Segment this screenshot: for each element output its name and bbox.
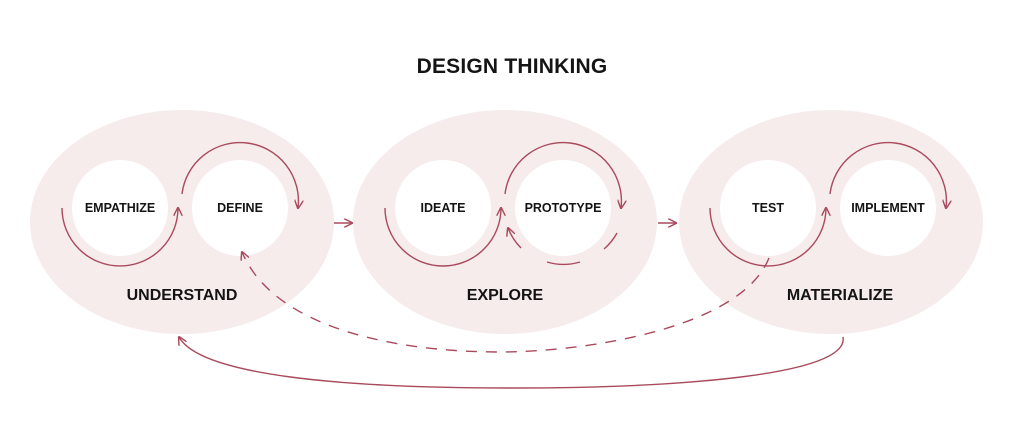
diagram-title: DESIGN THINKING <box>416 55 608 78</box>
prototype-cycle-arrow <box>504 141 621 208</box>
step-implement-circle <box>840 160 936 256</box>
materialize-to-understand-loop-arrow <box>179 337 844 389</box>
phase-explore-label: EXPLORE <box>467 287 544 304</box>
phase-understand-label: UNDERSTAND <box>127 287 238 304</box>
step-implement-label: IMPLEMENT <box>851 201 925 215</box>
step-define-label: DEFINE <box>217 201 263 215</box>
test-to-define-dashed-arrow <box>242 252 770 353</box>
step-ideate-label: IDEATE <box>421 201 466 215</box>
define-cycle-arrow <box>181 141 298 208</box>
empathize-cycle-arrow <box>61 208 178 267</box>
prototype-iterate-arrow <box>508 228 522 249</box>
phase-materialize-label: MATERIALIZE <box>787 287 894 304</box>
step-prototype-label: PROTOTYPE <box>525 201 602 215</box>
test-cycle-arrow <box>709 208 826 267</box>
phase-materialize: TEST IMPLEMENT MATERIALIZE <box>679 110 983 334</box>
step-define-circle <box>192 160 288 256</box>
prototype-iterate-arc-right <box>603 232 618 250</box>
step-ideate-circle <box>395 160 491 256</box>
implement-cycle-arrow <box>829 141 946 208</box>
step-test-circle <box>720 160 816 256</box>
step-test-label: TEST <box>752 201 784 215</box>
prototype-iterate-arc-bottom <box>546 261 581 266</box>
phase-explore: IDEATE PROTOTYPE EXPLORE <box>353 110 657 334</box>
step-empathize-label: EMPATHIZE <box>85 201 155 215</box>
step-prototype-circle <box>515 160 611 256</box>
ideate-cycle-arrow <box>384 208 501 267</box>
step-empathize-circle <box>72 160 168 256</box>
phase-understand: EMPATHIZE DEFINE UNDERSTAND <box>30 110 334 334</box>
